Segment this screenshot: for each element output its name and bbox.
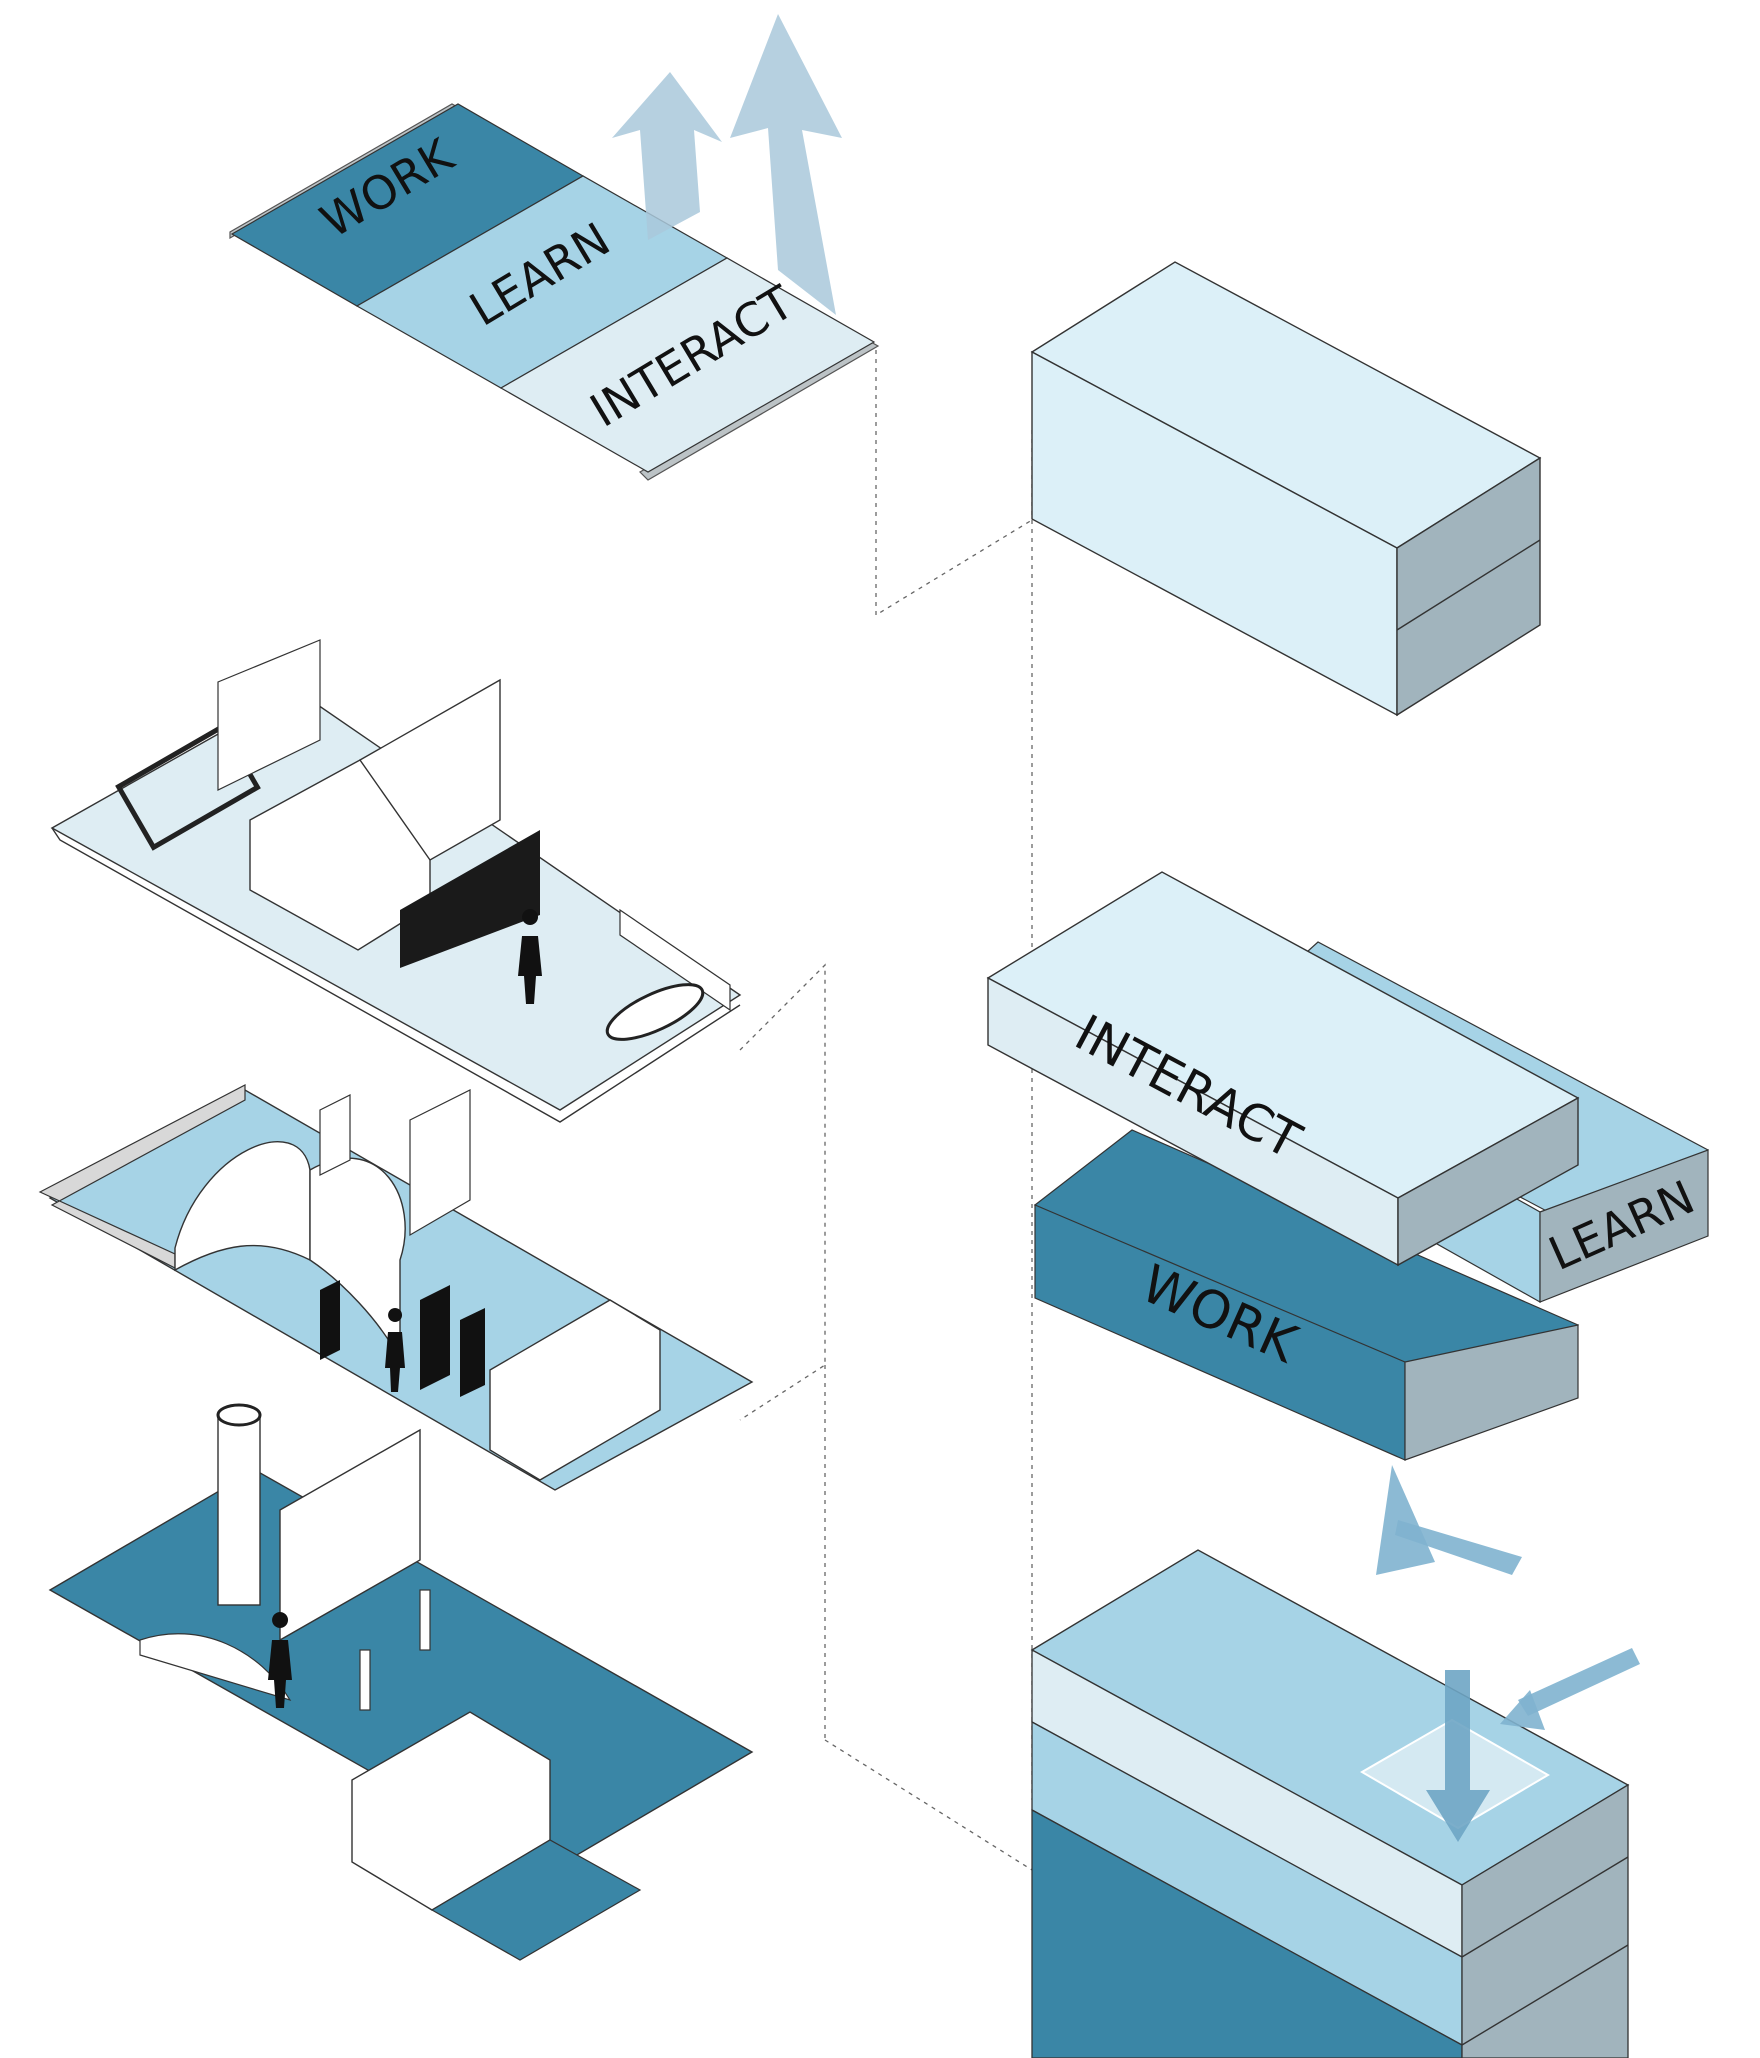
layer-side [1461, 1783, 1629, 2058]
figure-icon [518, 909, 542, 1004]
learn-slab-side [1539, 1149, 1709, 1303]
arrow-in-right-icon [1518, 1648, 1640, 1716]
arrow-in-right-head-icon [1500, 1690, 1545, 1730]
up-arrow-large-icon [730, 14, 842, 315]
layer-front-work [1031, 1808, 1463, 2058]
interact-slab-side [1397, 1096, 1579, 1267]
plan-zone-interact [499, 257, 876, 473]
single-volume [1030, 261, 1542, 717]
floor-plate-interact [50, 639, 742, 1123]
single-volume-side [1396, 456, 1541, 717]
floor-plate-work [48, 1403, 754, 1961]
connector-lines [739, 350, 1033, 1871]
upward-arrows [612, 14, 842, 315]
figure-icon-3 [268, 1612, 292, 1708]
zoning-plan: WORK LEARN INTERACT [229, 103, 880, 481]
up-arrow-small-icon [612, 72, 722, 240]
work-slab-side [1404, 1324, 1579, 1461]
partition-wall [400, 830, 540, 968]
arrow-in-left-icon [1395, 1520, 1522, 1575]
arrow-in-left-head-icon [1376, 1465, 1435, 1575]
arrow-down-icon [1426, 1670, 1490, 1842]
stacked-program: LEARN WORK INTERACT [986, 871, 1710, 1461]
floor-plate-learn [38, 1084, 754, 1491]
figure-icon-2 [385, 1308, 405, 1392]
layered-volume [1030, 1465, 1640, 2058]
